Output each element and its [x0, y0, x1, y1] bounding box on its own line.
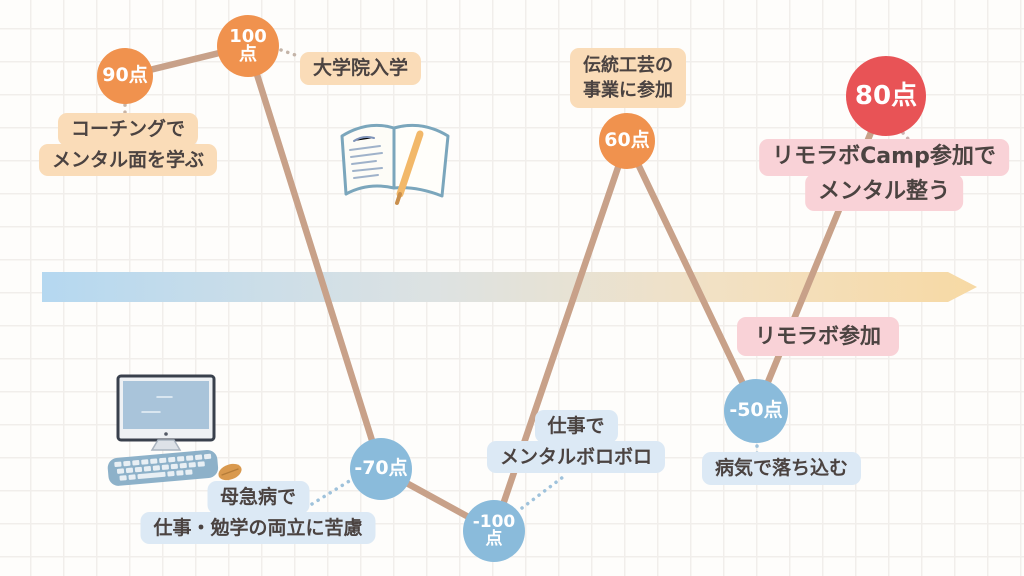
computer-illustration	[107, 374, 242, 486]
pen-icon	[396, 130, 424, 198]
label-work-mental: 仕事で メンタルボロボロ	[486, 410, 666, 474]
label-coaching: コーチングで メンタル面を学ぶ	[38, 113, 218, 177]
score-label: 点	[239, 44, 257, 65]
label-camp: リモラボCamp参加で メンタル整う	[759, 139, 1009, 211]
label-line: 仕事で	[534, 410, 618, 443]
score-label: 100	[229, 25, 267, 47]
keyboard	[107, 450, 219, 486]
score-node-minus50: -50点	[724, 379, 788, 443]
monitor-screen	[123, 381, 209, 429]
label-sick: 病気で落ち込む	[702, 452, 862, 485]
dotted-connectors	[123, 48, 918, 510]
label-line: 伝統工芸の	[583, 55, 673, 76]
score-label: -50点	[729, 399, 783, 422]
label-line: 仕事・勉学の両立に苦慮	[140, 511, 376, 545]
connector-100neg-work	[520, 472, 569, 510]
score-label: -100	[472, 511, 516, 532]
notebook-illustration	[340, 123, 450, 205]
score-label: 点	[485, 529, 503, 549]
score-label: 60点	[604, 129, 650, 152]
label-line: コーチングで	[57, 113, 199, 146]
label-line: 事業に参加	[583, 80, 673, 102]
label-line: メンタルボロボロ	[486, 440, 666, 474]
label-line: メンタル整う	[804, 173, 964, 211]
score-node-60: 60点	[599, 113, 655, 169]
mouse-icon	[218, 463, 242, 481]
label-mother-illness: 母急病で 仕事・勉学の両立に苦慮	[140, 481, 376, 545]
label-line: メンタル面を学ぶ	[38, 143, 218, 177]
score-node-80: 80点	[846, 56, 926, 136]
pen-nib	[395, 192, 402, 205]
score-label: -70点	[354, 457, 408, 480]
monitor-stand	[150, 439, 182, 451]
score-node-100: 100 点	[217, 15, 279, 77]
score-node-minus100: -100 点	[463, 500, 525, 562]
label-grad-school: 大学院入学	[300, 52, 422, 85]
label-remolab-join: リモラボ参加	[737, 317, 899, 357]
label-line: 母急病で	[206, 481, 310, 514]
handwriting-lines	[349, 136, 383, 179]
score-label: 90点	[102, 64, 148, 87]
score-node-minus70: -70点	[350, 438, 412, 500]
score-node-90: 90点	[97, 48, 153, 104]
timeline-arrow	[42, 272, 977, 302]
score-label: 80点	[854, 80, 918, 111]
label-line: リモラボCamp参加で	[759, 139, 1009, 176]
label-craft: 伝統工芸の 事業に参加	[570, 48, 686, 109]
connector-70-mother	[310, 478, 353, 506]
connector-100-gradschool	[279, 48, 300, 58]
